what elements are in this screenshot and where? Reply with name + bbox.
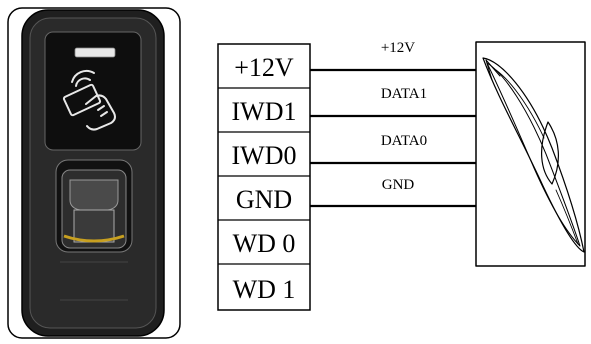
terminal-label-iwd1: IWD1	[232, 97, 297, 126]
wire-label-gnd: GND	[382, 177, 415, 193]
wires	[310, 68, 476, 208]
terminal-label-wd1: WD 1	[233, 275, 296, 304]
wire-label-data0: DATA0	[381, 133, 427, 149]
terminal-label-iwd0: IWD0	[232, 141, 297, 170]
terminal-label-wd0: WD 0	[233, 229, 296, 258]
terminal-label-gnd: GND	[236, 185, 292, 214]
external-card-reader-icon	[475, 41, 586, 267]
wire-label-data1: DATA1	[381, 86, 427, 102]
terminal-block: +12V IWD1 IWD0 GND WD 0 WD 1	[217, 43, 311, 311]
fingerprint-reader-icon	[7, 7, 181, 339]
card-tap-icon	[62, 70, 116, 131]
terminal-label-12v: +12V	[234, 53, 294, 82]
wire-label-12v: +12V	[381, 40, 415, 56]
